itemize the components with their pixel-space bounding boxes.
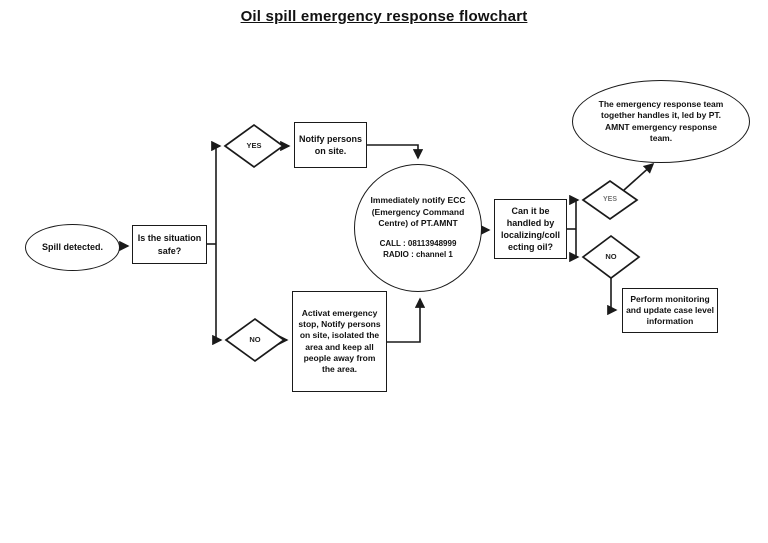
arrow-branch-to-yes-right xyxy=(569,194,580,229)
decision-label-yes-right: YES xyxy=(602,196,617,203)
node-notify-persons: Notify persons on site. xyxy=(294,122,367,168)
arrow-activate-to-ecc xyxy=(387,297,426,343)
node-notify-persons-label: Notify persons on site. xyxy=(298,133,362,156)
node-activate-emergency-stop: Activat emergency stop, Notify persons o… xyxy=(292,291,387,392)
node-notify-ecc-radio: RADIO : channel 1 xyxy=(383,250,453,260)
arrow-yes-to-ert xyxy=(623,162,655,191)
decision-diamond-yes-left xyxy=(223,123,285,169)
node-ert-handles: The emergency response team together han… xyxy=(572,80,750,163)
node-ert-handles-label: The emergency response team together han… xyxy=(598,99,724,143)
decision-label-yes-left: YES xyxy=(246,141,262,150)
decision-label-no-right: NO xyxy=(605,252,617,261)
node-can-it-be-handled-label: Can it be handled by localizing/coll ect… xyxy=(500,205,560,253)
node-notify-ecc: Immediately notify ECC (Emergency Comman… xyxy=(354,164,482,292)
node-perform-monitoring: Perform monitoring and update case level… xyxy=(622,288,718,333)
arrow-branch-to-yes-left xyxy=(211,140,222,244)
node-notify-ecc-call: CALL : 08113948999 xyxy=(379,239,457,249)
node-perform-monitoring-label: Perform monitoring and update case level… xyxy=(626,293,714,327)
decision-diamond-yes-right xyxy=(581,179,639,221)
page-title: Oil spill emergency response flowchart xyxy=(240,8,528,25)
node-spill-detected: Spill detected. xyxy=(25,224,120,271)
node-can-it-be-handled: Can it be handled by localizing/coll ect… xyxy=(494,199,567,259)
decision-diamond-no-right xyxy=(581,234,641,280)
node-is-situation-safe-label: Is the situation safe? xyxy=(137,233,202,256)
decision-label-no-left: NO xyxy=(249,335,261,344)
node-is-situation-safe: Is the situation safe? xyxy=(132,225,207,264)
node-notify-ecc-label: Immediately notify ECC (Emergency Comman… xyxy=(370,195,466,228)
arrow-branch-to-no-left xyxy=(212,244,223,346)
node-activate-emergency-stop-label: Activat emergency stop, Notify persons o… xyxy=(298,307,381,374)
arrow-no-to-monitor xyxy=(607,278,618,316)
arrow-branch-to-no-right xyxy=(569,229,580,263)
node-spill-detected-label: Spill detected. xyxy=(41,242,103,253)
arrow-notify-to-ecc xyxy=(367,144,424,160)
decision-diamond-no-left xyxy=(224,317,286,363)
